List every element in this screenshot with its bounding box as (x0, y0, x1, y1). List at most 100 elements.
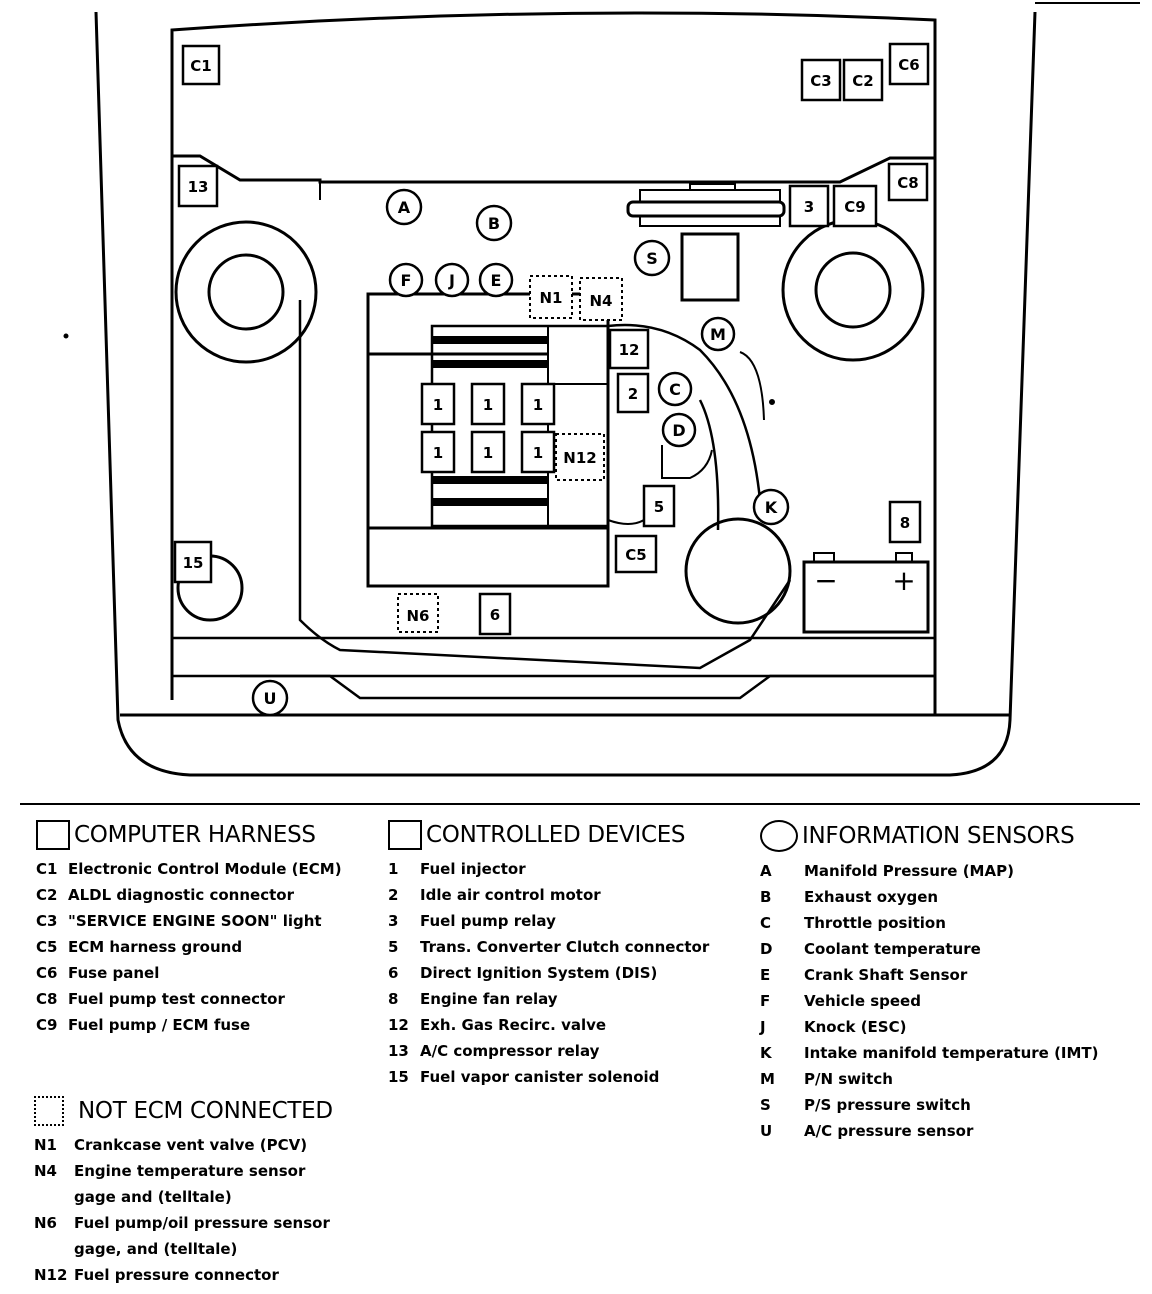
marker-n1-label: N1 (540, 289, 563, 307)
legend-item-code: 5 (388, 938, 399, 956)
legend-item-label: ALDL diagnostic connector (68, 886, 294, 904)
square-symbol-icon (36, 820, 70, 850)
marker-n12-label: N12 (563, 449, 596, 467)
marker-15: 15 (173, 540, 213, 584)
legend-item-label: P/N switch (804, 1070, 893, 1088)
legend-item-code: N1 (34, 1136, 57, 1154)
marker-c6-label: C6 (898, 56, 919, 74)
marker-3: 3 (788, 184, 830, 228)
marker-13-label: 13 (188, 178, 209, 196)
square-symbol-icon (388, 820, 422, 850)
legend-item-label: Fuel pressure connector (74, 1266, 279, 1284)
legend-item-code: U (760, 1122, 773, 1140)
injector-label: 1 (483, 444, 493, 462)
marker-j-label: J (448, 271, 455, 290)
legend-item-label: Exhaust oxygen (804, 888, 939, 906)
legend-item-code: F (760, 992, 771, 1010)
legend-item-label: Crankcase vent valve (PCV) (74, 1136, 308, 1154)
legend-item-code: C3 (36, 912, 58, 930)
legend-item-label: Exh. Gas Recirc. valve (420, 1016, 607, 1034)
legend-item-label: Intake manifold temperature (IMT) (804, 1044, 1099, 1062)
marker-b: B (475, 204, 513, 242)
marker-f-label: F (401, 271, 412, 290)
marker-6: 6 (478, 592, 512, 636)
circle-symbol-icon (760, 820, 798, 852)
marker-13: 13 (177, 164, 219, 208)
legend-item-code: B (760, 888, 772, 906)
marker-n12: N12 (555, 433, 605, 481)
legend-item-label: Fuel pump relay (420, 912, 556, 930)
marker-d: D (661, 412, 697, 448)
legend-item-code: A (760, 862, 772, 880)
legend-item-code: C5 (36, 938, 58, 956)
marker-c3: C3 (800, 58, 842, 102)
legend-item-code: D (760, 940, 773, 958)
injector-label: 1 (433, 444, 443, 462)
battery-minus: − (814, 564, 837, 597)
injector-label: 1 (533, 396, 543, 414)
marker-2-label: 2 (628, 385, 638, 403)
marker-f: F (388, 262, 424, 298)
marker-u-label: U (264, 689, 277, 708)
legend-item-label: Fuel vapor canister solenoid (420, 1068, 660, 1086)
legend-item: C3 "SERVICE ENGINE SOON" light (36, 908, 342, 934)
legend-item-label: P/S pressure switch (804, 1096, 971, 1114)
marker-e: E (478, 262, 514, 298)
marker-b-label: B (488, 214, 500, 233)
injector-label: 1 (433, 396, 443, 414)
legend-item-label: Fuel pump test connector (68, 990, 285, 1008)
dotted-square-symbol-icon (34, 1096, 64, 1126)
marker-a: A (385, 188, 423, 226)
legend-item-code: 3 (388, 912, 399, 930)
marker-injector: 1 (520, 382, 556, 426)
marker-c3-label: C3 (810, 72, 831, 90)
coolant-reservoir (684, 517, 792, 625)
legend-item-label: Fuel pump/oil pressure sensor gage, and … (74, 1214, 330, 1258)
inner-frame-outline (170, 11, 937, 715)
legend-item-label: Throttle position (804, 914, 946, 932)
marker-injector: 1 (520, 430, 556, 474)
marker-u: U (251, 679, 289, 717)
legend-item-label: Manifold Pressure (MAP) (804, 862, 1014, 880)
legend-item: N1 Crankcase vent valve (PCV) (34, 1132, 349, 1158)
legend-item-label: "SERVICE ENGINE SOON" light (68, 912, 322, 930)
legend-item-label: Crank Shaft Sensor (804, 966, 968, 984)
legend-item: 3 Fuel pump relay (388, 908, 709, 934)
legend-item: F Vehicle speed (760, 988, 1099, 1014)
marker-j: J (434, 262, 470, 298)
legend-item-label: Electronic Control Module (ECM) (68, 860, 342, 878)
legend-item-code: 1 (388, 860, 399, 878)
battery (802, 560, 930, 634)
marker-e-label: E (491, 271, 502, 290)
marker-injector: 1 (420, 430, 456, 474)
legend-item-label: Idle air control motor (420, 886, 601, 904)
legend-item-label: Fuel pump / ECM fuse (68, 1016, 251, 1034)
right-strut-tower (781, 218, 925, 362)
legend-item-code: J (760, 1018, 766, 1036)
marker-m: M (700, 316, 736, 352)
marker-n6-label: N6 (407, 607, 430, 625)
legend-item-label: Vehicle speed (804, 992, 921, 1010)
injector-label: 1 (483, 396, 493, 414)
marker-8-label: 8 (900, 514, 910, 532)
marker-c2-label: C2 (852, 72, 873, 90)
marker-k-label: K (765, 498, 778, 517)
